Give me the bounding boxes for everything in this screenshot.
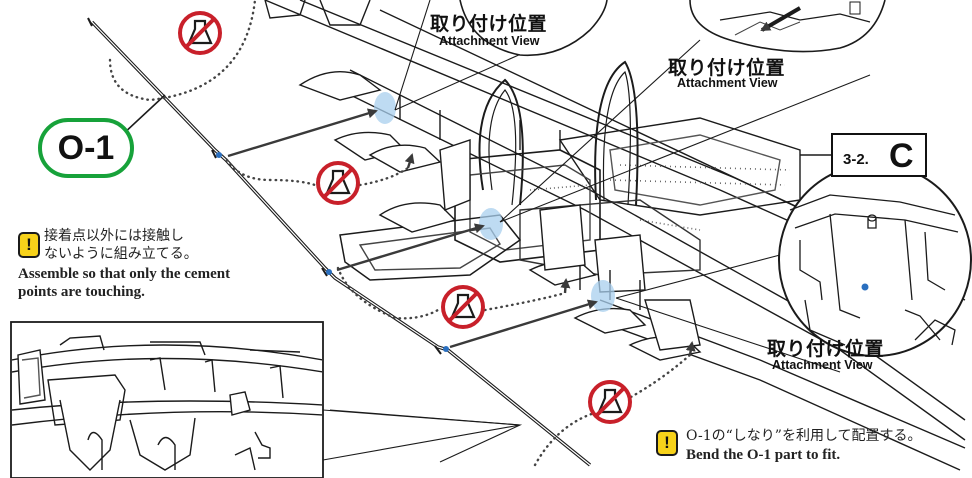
no-cement-icon	[316, 161, 360, 205]
attachment-label-jp: 取り付け位置	[430, 13, 548, 35]
callout-circle-top-right	[689, 0, 886, 53]
warning-icon: !	[656, 430, 678, 456]
o1-leader-line	[121, 94, 166, 136]
no-cement-icon	[588, 380, 632, 424]
attachment-label-jp: 取り付け位置	[767, 338, 885, 360]
step-number: 3-2.	[843, 151, 869, 168]
rod-contact-points	[216, 152, 449, 352]
warning-icon: !	[18, 232, 40, 258]
attachment-label-jp: 取り付け位置	[668, 57, 786, 79]
guide-lines	[108, 0, 692, 467]
attachment-label-en: Attachment View	[677, 76, 778, 90]
detail-inset	[10, 321, 521, 478]
assembly-arrows	[227, 108, 696, 356]
callout-circle-top-center	[459, 0, 608, 57]
no-cement-icon	[441, 285, 485, 329]
note-bend-jp: O-1の“しなり”を利用して配置する。	[686, 428, 922, 444]
note-contact-jp-line2: ないように組み立てる。	[44, 246, 198, 262]
note-contact-en-line1: Assemble so that only the cement	[18, 266, 231, 282]
attachment-label-en: Attachment View	[772, 358, 873, 372]
note-bend-en: Bend the O-1 part to fit.	[686, 447, 841, 463]
note-contact-jp-line1: 接着点以外には接触し	[44, 228, 184, 244]
attachment-label-en: Attachment View	[439, 34, 540, 48]
note-contact-en-line2: points are touching.	[18, 284, 145, 300]
callout-circle-right	[778, 163, 972, 357]
step-letter: C	[889, 137, 914, 175]
no-cement-icon	[178, 11, 222, 55]
part-label-o1: O-1	[38, 118, 134, 178]
step-reference-box: 3-2. C	[831, 133, 927, 177]
